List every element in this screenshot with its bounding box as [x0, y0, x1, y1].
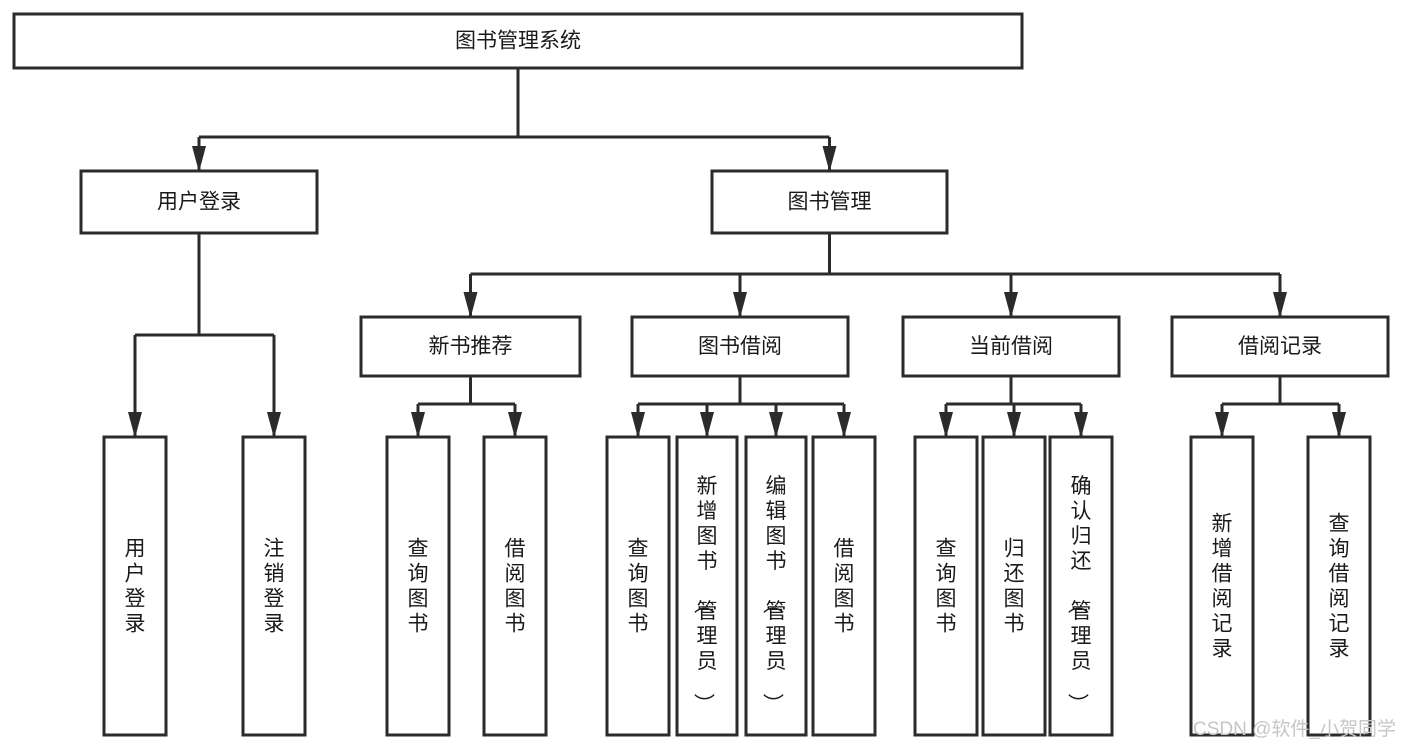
node-label: 用户登录 — [157, 191, 241, 214]
node-leaf-edit-book[interactable]: 编辑图书（管理员） — [744, 435, 808, 737]
node-box — [359, 315, 582, 378]
node-leaf-borrow-book-1[interactable]: 借阅图书 — [482, 435, 548, 737]
node-box — [482, 435, 548, 737]
arrow-head-icon — [411, 412, 425, 438]
node-label: 编辑图书（管理员） — [761, 475, 787, 714]
arrow-head-icon — [631, 412, 645, 438]
node-current-borrow[interactable]: 当前借阅 — [901, 315, 1121, 378]
node-leaf-borrow-book-2[interactable]: 借阅图书 — [811, 435, 877, 737]
connector-layer — [128, 68, 1346, 438]
node-borrow-record[interactable]: 借阅记录 — [1170, 315, 1390, 378]
arrow-head-icon — [1007, 412, 1021, 438]
node-leaf-add-book[interactable]: 新增图书（管理员） — [675, 435, 739, 737]
node-box — [605, 435, 671, 737]
node-box — [913, 435, 979, 737]
node-leaf-add-record[interactable]: 新增借阅记录 — [1189, 435, 1255, 737]
node-leaf-user-logout[interactable]: 注销登录 — [241, 435, 307, 737]
node-box — [710, 169, 949, 235]
node-box — [630, 315, 850, 378]
node-book-management[interactable]: 图书管理 — [710, 169, 949, 235]
node-box — [102, 435, 168, 737]
node-label: 查询图书 — [408, 538, 429, 636]
node-new-book-recommend[interactable]: 新书推荐 — [359, 315, 582, 378]
node-label: 用户登录 — [125, 538, 146, 636]
node-book-borrow[interactable]: 图书借阅 — [630, 315, 850, 378]
arrow-head-icon — [1004, 292, 1018, 318]
node-label: 查询图书 — [936, 538, 957, 636]
node-box — [1048, 435, 1114, 737]
node-leaf-query-book-3[interactable]: 查询图书 — [913, 435, 979, 737]
arrow-head-icon — [700, 412, 714, 438]
node-leaf-confirm-return[interactable]: 确认归还（管理员） — [1048, 435, 1114, 737]
arrow-head-icon — [822, 146, 837, 172]
node-box — [981, 435, 1047, 737]
arrow-head-icon — [837, 412, 851, 438]
node-label: 注销登录 — [264, 538, 285, 636]
node-leaf-query-record[interactable]: 查询借阅记录 — [1306, 435, 1372, 737]
node-box — [79, 169, 319, 235]
node-box — [12, 12, 1024, 70]
node-label: 新书推荐 — [429, 335, 513, 358]
csdn-watermark: CSDN @软件_小贺同学 — [1193, 718, 1396, 740]
arrow-head-icon — [508, 412, 522, 438]
node-label: 查询图书 — [628, 538, 649, 636]
node-box — [1306, 435, 1372, 737]
node-box — [901, 315, 1121, 378]
arrow-head-icon — [1215, 412, 1229, 438]
arrow-head-icon — [733, 292, 747, 318]
arrow-head-icon — [192, 146, 206, 172]
node-root[interactable]: 图书管理系统 — [12, 12, 1024, 70]
node-leaf-query-book-1[interactable]: 查询图书 — [385, 435, 451, 737]
arrow-head-icon — [769, 412, 783, 438]
node-box — [811, 435, 877, 737]
arrow-head-icon — [1074, 412, 1088, 438]
arrow-head-icon — [1332, 412, 1346, 438]
node-user-login[interactable]: 用户登录 — [79, 169, 319, 235]
node-label: 当前借阅 — [969, 335, 1053, 358]
arrow-head-icon — [463, 292, 478, 318]
node-label: 查询借阅记录 — [1329, 513, 1350, 661]
node-label: 图书管理 — [788, 191, 872, 214]
node-box — [241, 435, 307, 737]
node-label: 新增借阅记录 — [1212, 513, 1233, 661]
arrow-head-icon — [1273, 292, 1287, 318]
arrow-head-icon — [939, 412, 953, 438]
node-label: 确认归还（管理员） — [1066, 475, 1092, 714]
node-label: 新增图书（管理员） — [692, 475, 718, 714]
node-label: 借阅记录 — [1238, 335, 1322, 358]
node-box — [675, 435, 739, 737]
node-layer: 图书管理系统用户登录用户登录注销登录图书管理新书推荐查询图书借阅图书图书借阅查询… — [12, 12, 1390, 737]
node-label: 图书借阅 — [698, 335, 782, 358]
node-leaf-query-book-2[interactable]: 查询图书 — [605, 435, 671, 737]
node-label: 归还图书 — [1004, 538, 1025, 636]
node-leaf-return-book[interactable]: 归还图书 — [981, 435, 1047, 737]
node-box — [1170, 315, 1390, 378]
node-leaf-user-login[interactable]: 用户登录 — [102, 435, 168, 737]
arrow-head-icon — [267, 412, 281, 438]
node-label: 借阅图书 — [505, 538, 526, 636]
node-box — [1189, 435, 1255, 737]
node-box — [744, 435, 808, 737]
node-box — [385, 435, 451, 737]
node-label: 借阅图书 — [834, 538, 855, 636]
arrow-head-icon — [128, 412, 142, 438]
node-label: 图书管理系统 — [455, 30, 581, 53]
